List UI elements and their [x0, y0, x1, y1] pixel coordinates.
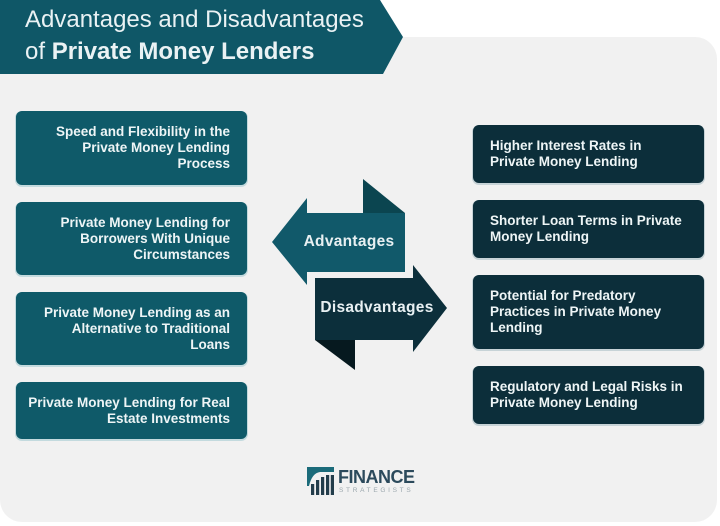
disadvantage-item-line: Lending [490, 320, 543, 335]
title-prefix: of [25, 38, 52, 65]
disadvantage-item-line: Higher Interest Rates in [490, 138, 642, 153]
advantage-item-line: Estate Investments [106, 410, 230, 426]
advantage-item-line: Borrowers With Unique [80, 230, 230, 246]
advantage-item-line: Process [177, 156, 230, 171]
logo-wordmark: FINANCE [338, 467, 415, 487]
disadvantage-item-line: Regulatory and Legal Risks in [490, 379, 683, 394]
disadvantages-arrow-fold [315, 340, 355, 370]
advantage-item-line: Loans [190, 336, 230, 352]
advantage-item: Speed and Flexibility in the Private Mon… [16, 111, 247, 185]
title-emphasis: Private Money Lenders [51, 38, 315, 65]
advantage-item-line: Alternative to Traditional [71, 320, 230, 336]
advantages-arrow-label: Advantages [303, 233, 395, 250]
advantage-item: Private Money Lending for Borrowers With… [16, 202, 247, 275]
disadvantage-item-line: Practices in Private Money [490, 304, 662, 319]
title-line-2: of Private Money Lenders [25, 36, 364, 68]
disadvantage-item: Higher Interest Rates in Private Money L… [473, 125, 704, 183]
advantage-item-line: Circumstances [133, 246, 230, 262]
advantage-item: Private Money Lending for Real Estate In… [16, 382, 247, 439]
advantage-item-line: Private Money Lending for Real [28, 394, 230, 410]
disadvantage-item-line: Potential for Predatory [490, 288, 636, 303]
advantage-item-line: Private Money Lending for [60, 214, 230, 230]
disadvantage-item: Regulatory and Legal Risks in Private Mo… [473, 366, 704, 424]
page-title: Advantages and Disadvantages of Private … [25, 4, 364, 68]
disadvantage-item: Potential for Predatory Practices in Pri… [473, 275, 704, 349]
disadvantage-item-line: Private Money Lending [490, 154, 638, 169]
disadvantage-item-line: Private Money Lending [490, 395, 638, 410]
advantages-arrow-left-icon [272, 198, 405, 285]
disadvantage-item: Shorter Loan Terms in Private Money Lend… [473, 200, 704, 258]
finance-strategists-logo-icon [307, 467, 334, 495]
advantage-item-line: Private Money Lending as an [43, 304, 230, 320]
disadvantages-arrow-right-icon [315, 265, 447, 352]
disadvantages-arrow-label: Disadvantages [320, 299, 434, 316]
logo-tagline: STRATEGISTS [339, 487, 414, 494]
title-line-1: Advantages and Disadvantages [25, 6, 364, 33]
advantages-arrow-fold [363, 179, 405, 213]
advantage-item-line: Private Money Lending [82, 140, 230, 155]
advantage-item-line: Speed and Flexibility in the [55, 124, 230, 139]
title-banner [0, 0, 403, 74]
disadvantage-item-line: Shorter Loan Terms in Private [490, 213, 682, 228]
advantage-item: Private Money Lending as an Alternative … [16, 292, 247, 365]
disadvantage-item-line: Money Lending [490, 229, 589, 244]
